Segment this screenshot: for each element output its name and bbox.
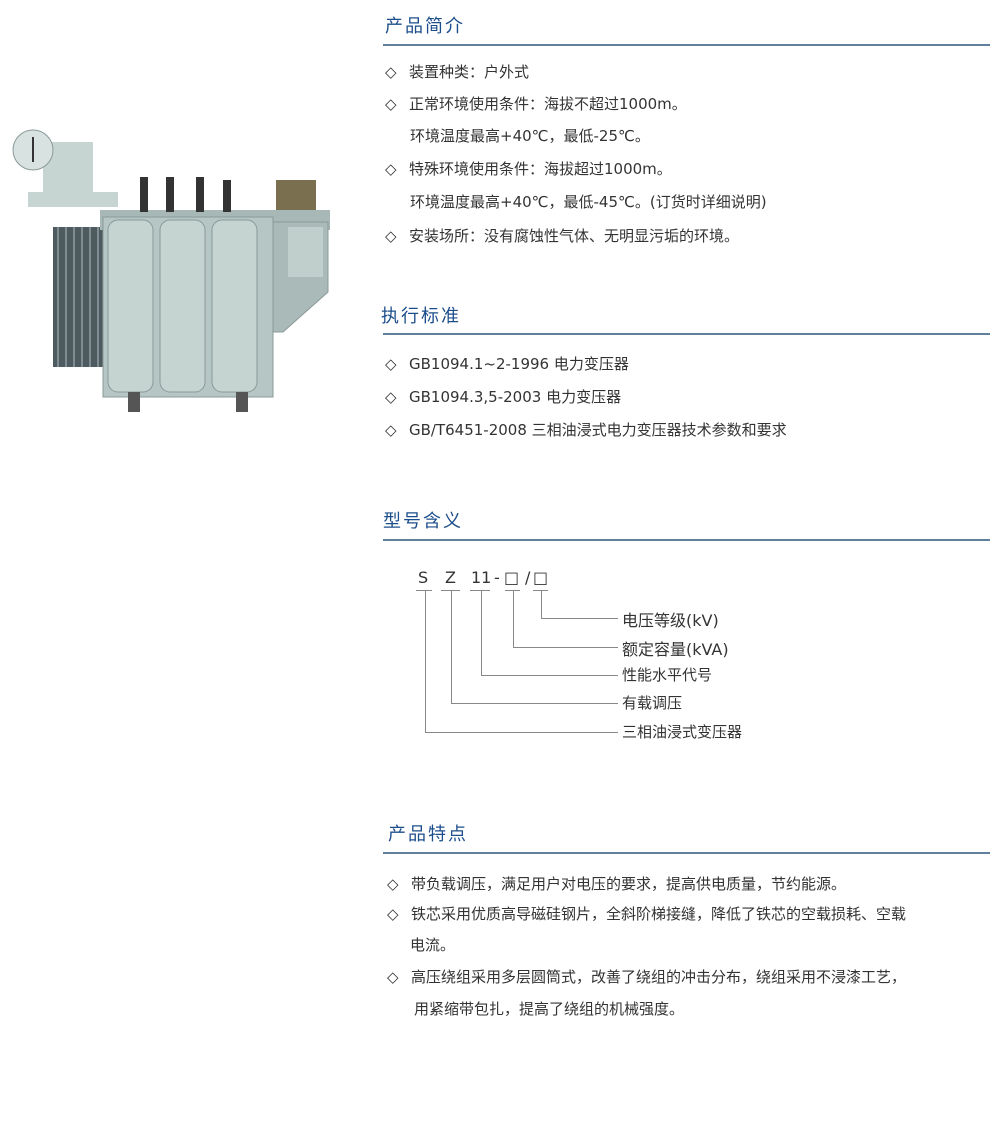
underline: [441, 590, 460, 591]
item-text: 特殊环境使用条件：海拔超过1000m。: [409, 160, 672, 178]
diamond-icon: ◇: [387, 968, 399, 986]
connector: [425, 590, 426, 732]
connector: [481, 675, 618, 676]
list-item: ◇ GB1094.3,5-2003 电力变压器: [385, 386, 621, 407]
item-text: 安装场所：没有腐蚀性气体、无明显污垢的环境。: [409, 227, 740, 245]
underline: [416, 590, 432, 591]
label-capacity: 额定容量(kVA): [622, 640, 729, 659]
code-slash: /: [525, 568, 531, 587]
underline: [533, 590, 548, 591]
diamond-icon: ◇: [387, 905, 399, 923]
section-title-intro: 产品简介: [385, 16, 465, 37]
label-performance: 性能水平代号: [622, 666, 713, 684]
item-text: 正常环境使用条件：海拔不超过1000m。: [409, 95, 687, 113]
connector: [425, 732, 618, 733]
code-z: Z: [445, 568, 456, 587]
list-item: ◇ GB/T6451-2008 三相油浸式电力变压器技术参数和要求: [385, 419, 787, 440]
diamond-icon: ◇: [385, 227, 397, 245]
diamond-icon: ◇: [385, 63, 397, 81]
diamond-icon: ◇: [385, 95, 397, 113]
divider: [383, 44, 990, 46]
item-text: GB1094.3,5-2003 电力变压器: [409, 388, 622, 406]
diamond-icon: ◇: [385, 421, 397, 439]
item-text: GB/T6451-2008 三相油浸式电力变压器技术参数和要求: [409, 421, 787, 439]
divider: [383, 333, 990, 335]
list-item: ◇ 带负载调压，满足用户对电压的要求，提高供电质量，节约能源。: [387, 873, 846, 894]
diamond-icon: ◇: [387, 875, 399, 893]
list-item: ◇ 铁芯采用优质高导磁硅钢片，全斜阶梯接缝，降低了铁芯的空载损耗、空载: [387, 903, 906, 924]
diamond-icon: ◇: [385, 355, 397, 373]
connector: [513, 647, 618, 648]
list-item: ◇ 高压绕组采用多层圆筒式，改善了绕组的冲击分布，绕组采用不浸漆工艺，: [387, 966, 906, 987]
list-item: ◇ 特殊环境使用条件：海拔超过1000m。: [385, 158, 672, 179]
code-11: 11: [471, 568, 492, 587]
item-text: GB1094.1~2-1996 电力变压器: [409, 355, 629, 373]
item-continuation: 环境温度最高+40℃，最低-45℃。(订货时详细说明): [410, 193, 767, 211]
item-continuation: 电流。: [410, 936, 456, 954]
list-item: ◇ 安装场所：没有腐蚀性气体、无明显污垢的环境。: [385, 225, 739, 246]
connector: [481, 590, 482, 675]
underline: [470, 590, 490, 591]
item-continuation: 环境温度最高+40℃，最低-25℃。: [410, 127, 650, 145]
item-continuation: 用紧缩带包扎，提高了绕组的机械强度。: [414, 1000, 685, 1018]
divider: [383, 852, 990, 854]
list-item: ◇ 装置种类：户外式: [385, 61, 529, 82]
divider: [383, 539, 990, 541]
underline: [505, 590, 520, 591]
label-onload: 有载调压: [622, 694, 683, 712]
section-title-model: 型号含义: [383, 511, 463, 532]
connector: [451, 590, 452, 703]
item-text: 装置种类：户外式: [409, 63, 530, 81]
diamond-icon: ◇: [385, 388, 397, 406]
label-type: 三相油浸式变压器: [622, 723, 743, 741]
section-title-standards: 执行标准: [381, 306, 461, 327]
connector: [541, 590, 542, 618]
item-text: 带负载调压，满足用户对电压的要求，提高供电质量，节约能源。: [411, 875, 847, 893]
label-voltage: 电压等级(kV): [622, 611, 719, 630]
section-title-features: 产品特点: [388, 824, 468, 845]
list-item: ◇ 正常环境使用条件：海拔不超过1000m。: [385, 93, 687, 114]
list-item: ◇ GB1094.1~2-1996 电力变压器: [385, 353, 629, 374]
code-dash: -: [494, 568, 500, 587]
code-box-voltage: □: [533, 568, 549, 587]
transformer-image: [12, 129, 330, 412]
item-text: 高压绕组采用多层圆筒式，改善了绕组的冲击分布，绕组采用不浸漆工艺，: [411, 968, 907, 986]
connector: [541, 618, 618, 619]
item-text: 铁芯采用优质高导磁硅钢片，全斜阶梯接缝，降低了铁芯的空载损耗、空载: [411, 905, 907, 923]
connector: [513, 590, 514, 647]
code-s: S: [418, 568, 429, 587]
connector: [451, 703, 618, 704]
diamond-icon: ◇: [385, 160, 397, 178]
code-box-capacity: □: [504, 568, 520, 587]
